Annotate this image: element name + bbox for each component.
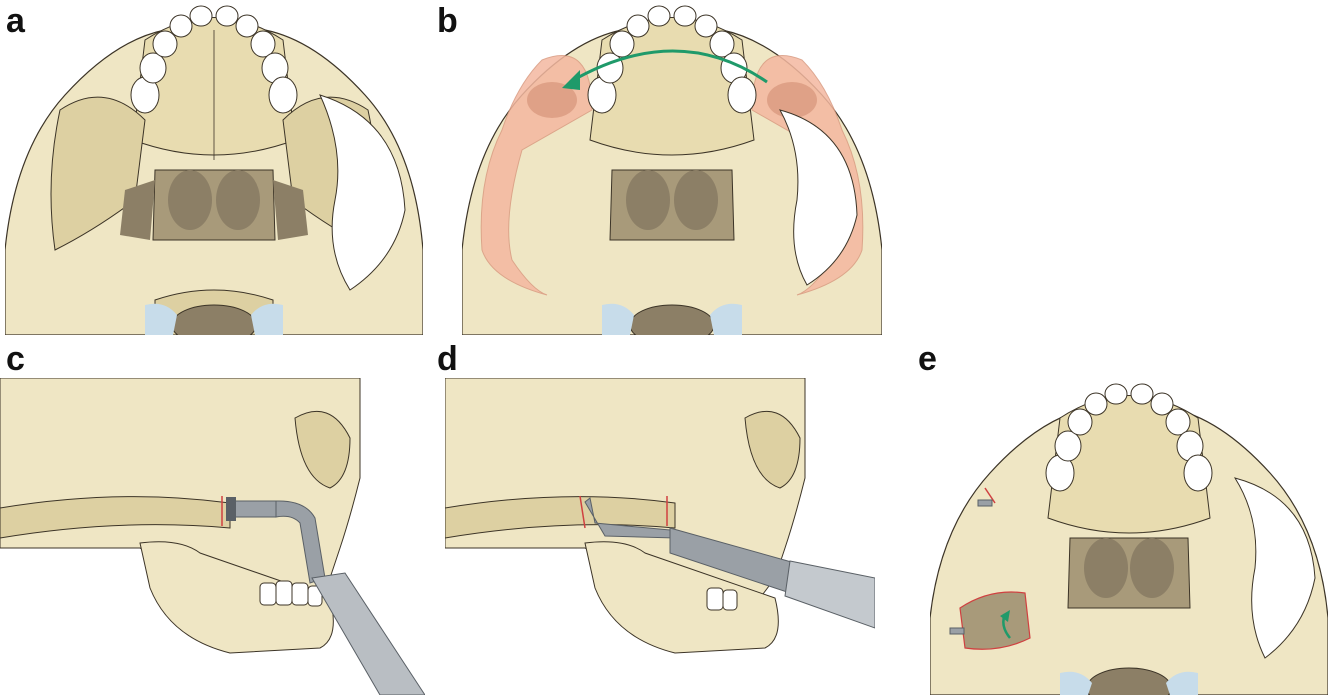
- skull-base-illustration-b: [462, 5, 882, 335]
- mandible: [584, 541, 779, 654]
- mandible: [139, 541, 334, 654]
- panel-label-b: b: [437, 2, 458, 40]
- surgical-drill-handpiece-icon: [226, 497, 425, 695]
- panel-label-a: a: [6, 2, 25, 40]
- curved-green-arrow-icon: [1000, 610, 1011, 639]
- pterygoid-left: [120, 180, 155, 240]
- skull-base-illustration-e: [930, 383, 1328, 695]
- panel-d-lateral-instrument: [445, 378, 875, 695]
- skull-base-illustration-a: [5, 5, 423, 335]
- panel-label-d: d: [437, 340, 458, 378]
- panel-label-e: e: [918, 340, 937, 378]
- panel-label-c: c: [6, 340, 25, 378]
- osteotomy-segment: [959, 591, 1031, 650]
- surgical-instrument-icon: [584, 497, 875, 629]
- skull-lateral-illustration-c: [0, 378, 425, 695]
- teeth-arch: [587, 5, 757, 114]
- skull-lateral-illustration-d: [445, 378, 875, 654]
- choana-right: [1130, 538, 1174, 598]
- spinal-blue-right: [710, 303, 742, 335]
- choana-left: [626, 170, 670, 230]
- panel-b-skull-base-highlighted: [462, 0, 882, 335]
- spinal-blue-left: [145, 303, 177, 335]
- choana-left: [168, 170, 212, 230]
- zygomatic-arch: [445, 496, 676, 539]
- pterygoid-right: [273, 180, 308, 240]
- spinal-blue-right: [251, 303, 283, 335]
- choana-left: [1084, 538, 1128, 598]
- spinal-blue-left: [602, 303, 634, 335]
- spinal-blue-left: [1060, 671, 1092, 695]
- fixation-screw-icon: [949, 499, 993, 635]
- teeth-lateral: [259, 580, 323, 607]
- temporal-fossa-right: [319, 94, 406, 291]
- teeth-lateral: [706, 587, 738, 611]
- teeth-arch: [1045, 383, 1213, 492]
- temporal-fossa-right: [1233, 477, 1316, 659]
- orbit: [744, 410, 801, 489]
- highlight-dark-left: [527, 82, 577, 118]
- highlight-dark-right: [767, 82, 817, 118]
- panel-e-skull-base-fixation: [930, 378, 1328, 695]
- curved-green-arrow-icon: [562, 49, 768, 90]
- choana-right: [216, 170, 260, 230]
- teeth-arch: [130, 5, 298, 114]
- zygomatic-arch: [0, 496, 231, 539]
- temporal-fossa-right: [778, 109, 858, 286]
- orbit: [294, 410, 351, 489]
- choana-right: [674, 170, 718, 230]
- cut-line-upper: [984, 487, 996, 504]
- cut-line-left: [579, 495, 586, 529]
- panel-c-lateral-drill: [0, 378, 425, 695]
- zygomatic-arch-left: [50, 96, 146, 251]
- spinal-blue-right: [1166, 671, 1198, 695]
- panel-a-skull-base-view: [5, 0, 423, 335]
